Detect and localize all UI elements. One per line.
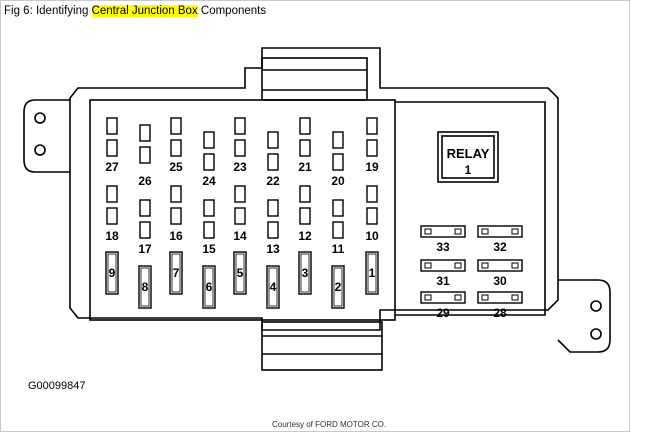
fuse-15: 15 — [202, 199, 216, 256]
fuse-panel — [89, 99, 396, 321]
caption-highlight: Central Junction Box — [91, 5, 198, 17]
fuse-23: 23 — [233, 117, 247, 174]
caption-prefix: Fig 6: Identifying — [4, 5, 92, 17]
fuse-18: 18 — [105, 185, 119, 243]
fuse-5: 5 — [233, 251, 247, 295]
relay-compartment — [395, 101, 546, 316]
fuse-label-2: 2 — [335, 280, 342, 294]
relay-inner — [441, 135, 495, 179]
maxi-fuse-label-31: 31 — [436, 274, 450, 288]
fuse-label-7: 7 — [173, 266, 180, 280]
fuse-label-23: 23 — [233, 160, 247, 174]
fuse-11: 11 — [332, 199, 345, 256]
fuse-label-1: 1 — [369, 266, 376, 280]
fuse-9: 9 — [105, 251, 119, 295]
fuse-label-24: 24 — [202, 174, 216, 188]
fuse-8: 8 — [138, 265, 152, 309]
fuse-label-27: 27 — [105, 160, 119, 174]
courtesy-text: Courtesy of FORD MOTOR CO. — [272, 420, 387, 429]
figure-frame — [0, 0, 630, 432]
fuse-label-9: 9 — [109, 266, 116, 280]
fuse-label-3: 3 — [302, 266, 309, 280]
maxi-fuse-31: 31 — [420, 259, 466, 288]
maxi-fuse-29: 29 — [420, 291, 466, 320]
fuse-label-4: 4 — [270, 280, 277, 294]
fuse-label-8: 8 — [142, 280, 149, 294]
fuse-22: 22 — [266, 131, 280, 188]
fuse-label-25: 25 — [169, 160, 183, 174]
junction-box-diagram: RELAY 1 27262524232221201918171615141312… — [23, 47, 611, 371]
fuse-label-17: 17 — [138, 242, 152, 256]
fuse-13: 13 — [266, 199, 280, 256]
top-connector — [261, 57, 368, 101]
maxi-fuse-label-30: 30 — [493, 274, 507, 288]
fuse-10: 10 — [365, 185, 379, 243]
fuse-label-26: 26 — [138, 174, 152, 188]
fuse-24: 24 — [202, 131, 216, 188]
fuse-1: 1 — [365, 251, 379, 295]
fuse-21: 21 — [298, 117, 312, 174]
fuse-7: 7 — [169, 251, 183, 295]
fuse-2: 2 — [331, 265, 345, 309]
right-mount-hole-bottom — [590, 328, 602, 340]
fuse-6: 6 — [202, 265, 216, 309]
maxi-fuse-33: 33 — [420, 225, 466, 254]
fuse-label-16: 16 — [169, 229, 183, 243]
maxi-fuse-30: 30 — [477, 259, 523, 288]
fuse-17: 17 — [138, 199, 152, 256]
fuse-26: 26 — [138, 124, 152, 188]
maxi-fuse-label-32: 32 — [493, 240, 507, 254]
fuse-label-5: 5 — [237, 266, 244, 280]
fuse-19: 19 — [365, 117, 379, 174]
fuse-4: 4 — [266, 265, 280, 309]
maxi-fuse-label-28: 28 — [493, 306, 507, 320]
fuse-label-14: 14 — [233, 229, 247, 243]
maxi-fuse-label-33: 33 — [436, 240, 450, 254]
fuse-14: 14 — [233, 185, 247, 243]
fuse-label-22: 22 — [266, 174, 280, 188]
left-mount-hole-top — [34, 112, 46, 124]
fuse-16: 16 — [169, 185, 183, 243]
fuse-label-11: 11 — [332, 242, 345, 256]
fuse-27: 27 — [105, 117, 119, 174]
right-mounting-ear — [557, 279, 611, 353]
fuse-3: 3 — [298, 251, 312, 295]
maxi-fuse-28: 28 — [477, 291, 523, 320]
right-mount-hole-top — [590, 300, 602, 312]
maxi-fuse-32: 32 — [477, 225, 523, 254]
fuse-label-18: 18 — [105, 229, 119, 243]
fuse-label-15: 15 — [202, 242, 216, 256]
fuse-label-6: 6 — [206, 280, 213, 294]
fuse-label-21: 21 — [298, 160, 312, 174]
fuse-label-12: 12 — [298, 229, 312, 243]
left-mount-hole-bottom — [34, 144, 46, 156]
relay-outer — [437, 131, 499, 183]
fuse-25: 25 — [169, 117, 183, 174]
fuse-label-10: 10 — [365, 229, 379, 243]
relay-label: RELAY — [447, 146, 490, 161]
fuse-layer: 2726252423222120191817161514131211109876… — [105, 117, 523, 320]
fuse-12: 12 — [298, 185, 312, 243]
fuse-label-20: 20 — [331, 174, 345, 188]
relay-number: 1 — [465, 163, 472, 177]
fuse-label-13: 13 — [266, 242, 280, 256]
figure-code: G00099847 — [28, 380, 86, 392]
maxi-fuse-label-29: 29 — [436, 306, 450, 320]
fuse-20: 20 — [331, 131, 345, 188]
bottom-connector — [261, 321, 383, 371]
fuse-label-19: 19 — [365, 160, 379, 174]
figure-caption: Fig 6: Identifying Central Junction Box … — [4, 5, 266, 17]
left-mounting-ear — [23, 99, 70, 173]
caption-suffix: Components — [197, 5, 267, 17]
